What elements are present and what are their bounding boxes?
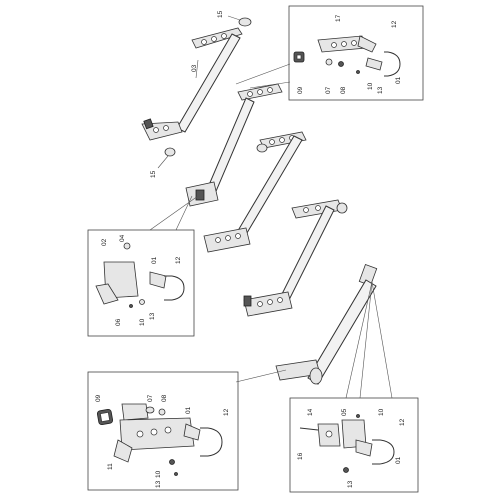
tr-callout-12: 12: [391, 20, 398, 28]
callout-labels: 15 03 15 17 12 09 07 08 10 13 01 02 04 0…: [95, 10, 406, 488]
bl-callout-09: 09: [95, 394, 102, 402]
bl-callout-10: 10: [155, 470, 162, 478]
ml-callout-01: 01: [151, 256, 158, 264]
detail-middle-left-parts: [95, 242, 185, 308]
detail-box-bottom-left: [87, 371, 239, 491]
br-callout-01: 01: [395, 456, 402, 464]
end-cap-top: [238, 17, 252, 27]
arm-assembly-centre: [185, 83, 283, 207]
tr-callout-13: 13: [377, 86, 384, 94]
tr-callout-17: 17: [335, 14, 342, 22]
bl-callout-07: 07: [147, 394, 154, 402]
tr-callout-09: 09: [297, 86, 304, 94]
br-callout-12: 12: [399, 418, 406, 426]
bl-callout-01: 01: [185, 406, 192, 414]
br-callout-10: 10: [378, 408, 385, 416]
ml-callout-10: 10: [139, 318, 146, 326]
detail-box-middle-left: [87, 229, 195, 337]
ml-callout-12: 12: [175, 256, 182, 264]
ml-callout-06: 06: [115, 318, 122, 326]
br-callout-14: 14: [307, 408, 314, 416]
ml-callout-04: 04: [119, 234, 126, 242]
callout-15-bottom: 15: [150, 170, 157, 178]
bl-callout-11: 11: [107, 463, 114, 470]
detail-top-right-parts: [293, 35, 401, 77]
arm-tube: [176, 33, 241, 133]
arm-assembly-03: [141, 15, 252, 169]
callout-15-top: 15: [217, 10, 224, 18]
detail-box-bottom-right: [289, 397, 419, 493]
detail-bottom-left-parts: [96, 403, 223, 476]
end-cap-bottom: [164, 147, 176, 157]
br-callout-13: 13: [347, 480, 354, 488]
detail-bottom-right-parts: [299, 414, 395, 473]
leader-box-ml: [175, 195, 193, 231]
detail-box-top-right: [288, 5, 424, 101]
callout-03: 03: [191, 64, 198, 72]
tr-callout-01: 01: [395, 76, 402, 84]
bl-callout-12: 12: [223, 408, 230, 416]
tr-callout-08: 08: [340, 86, 347, 94]
tr-callout-07: 07: [325, 86, 332, 94]
bl-callout-13: 13: [155, 480, 162, 488]
arm-assembly-4: [243, 199, 348, 317]
br-callout-16: 16: [297, 452, 304, 460]
bl-callout-08: 08: [161, 394, 168, 402]
ml-callout-02: 02: [101, 238, 108, 246]
arm-assembly-3: [203, 131, 307, 253]
arm-assembly-5: [235, 263, 393, 399]
br-callout-05: 05: [341, 408, 348, 416]
tr-callout-10: 10: [367, 82, 374, 90]
ml-callout-13: 13: [149, 312, 156, 320]
leader-box-tr: [235, 63, 291, 85]
